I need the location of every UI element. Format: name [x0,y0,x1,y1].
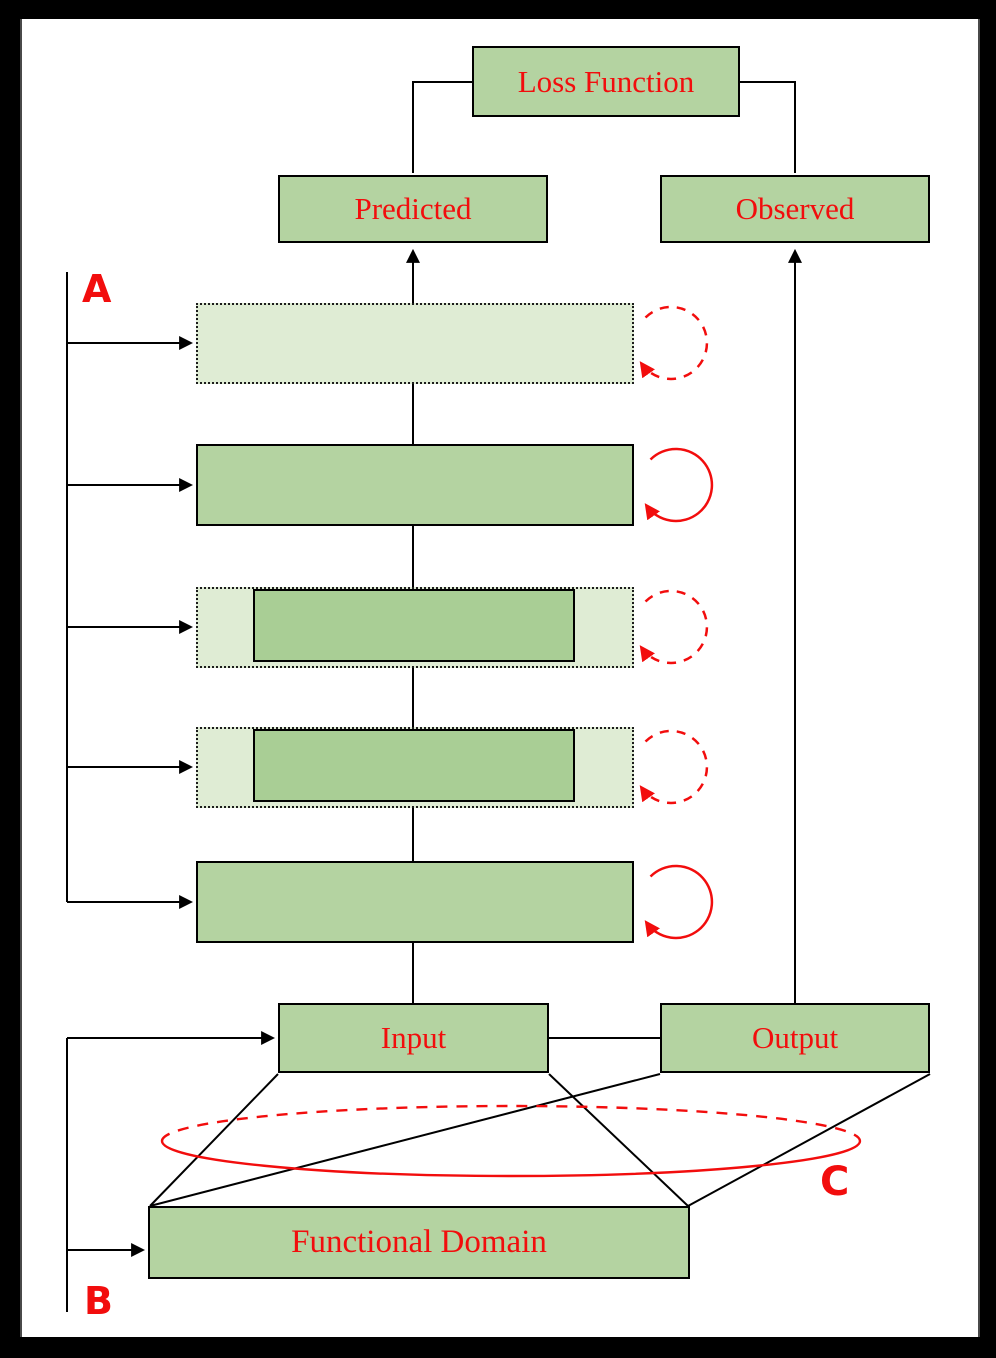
layer3-active-core-box [253,589,575,662]
functional-domain-box: Functional Domain [148,1206,690,1279]
annotation-a-label: A [82,267,112,311]
observed-box: Observed [660,175,930,243]
loss-function-label: Loss Function [517,63,695,99]
layer5-box [196,861,634,943]
input-label: Input [380,1020,447,1055]
predicted-box: Predicted [278,175,548,243]
layer4-active-core-box [253,729,575,802]
annotation-c-label: C [820,1159,850,1205]
functional-domain-label: Functional Domain [291,1224,547,1260]
predicted-label: Predicted [354,191,472,226]
output-box: Output [660,1003,930,1073]
layer2-box [196,444,634,526]
loss-function-box: Loss Function [472,46,740,117]
layer4-outer-box [196,727,634,808]
layer1-dropout-box [196,303,634,384]
annotation-b-label: B [84,1279,113,1323]
observed-label: Observed [735,191,855,226]
output-label: Output [751,1020,839,1055]
layer3-outer-box [196,587,634,668]
input-box: Input [278,1003,549,1073]
